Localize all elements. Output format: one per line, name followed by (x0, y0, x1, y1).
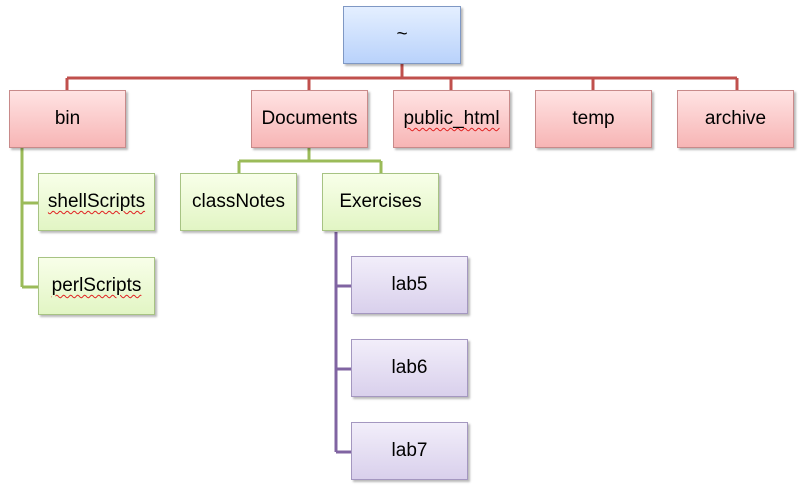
node-root-label: ~ (396, 24, 408, 45)
node-classnotes-label: classNotes (192, 191, 285, 212)
documents-connectors (237, 148, 383, 173)
node-archive: archive (677, 90, 794, 148)
node-exercises: Exercises (322, 173, 439, 231)
node-classnotes: classNotes (180, 173, 297, 231)
node-root-home: ~ (343, 6, 461, 64)
node-lab7-label: lab7 (391, 440, 428, 461)
node-perlscripts: perlScripts (38, 257, 155, 315)
node-lab6-label: lab6 (391, 357, 428, 378)
node-public-html-label: public_html (403, 108, 500, 129)
node-lab6: lab6 (351, 339, 468, 397)
root-connectors (65, 64, 739, 90)
bin-connectors (20, 148, 38, 289)
node-exercises-label: Exercises (339, 191, 422, 212)
node-documents-label: Documents (261, 108, 358, 129)
node-shellscripts-label: shellScripts (47, 191, 146, 212)
node-lab5: lab5 (351, 256, 468, 314)
node-lab7: lab7 (351, 422, 468, 480)
node-shellscripts: shellScripts (38, 173, 155, 231)
node-documents: Documents (251, 90, 368, 148)
node-archive-label: archive (704, 108, 767, 129)
node-bin-label: bin (54, 108, 81, 129)
node-temp-label: temp (572, 108, 615, 129)
exercises-connectors (334, 232, 351, 454)
node-perlscripts-label: perlScripts (51, 275, 142, 296)
node-bin: bin (9, 90, 126, 148)
node-temp: temp (535, 90, 652, 148)
node-lab5-label: lab5 (391, 274, 428, 295)
node-public-html: public_html (393, 90, 510, 148)
